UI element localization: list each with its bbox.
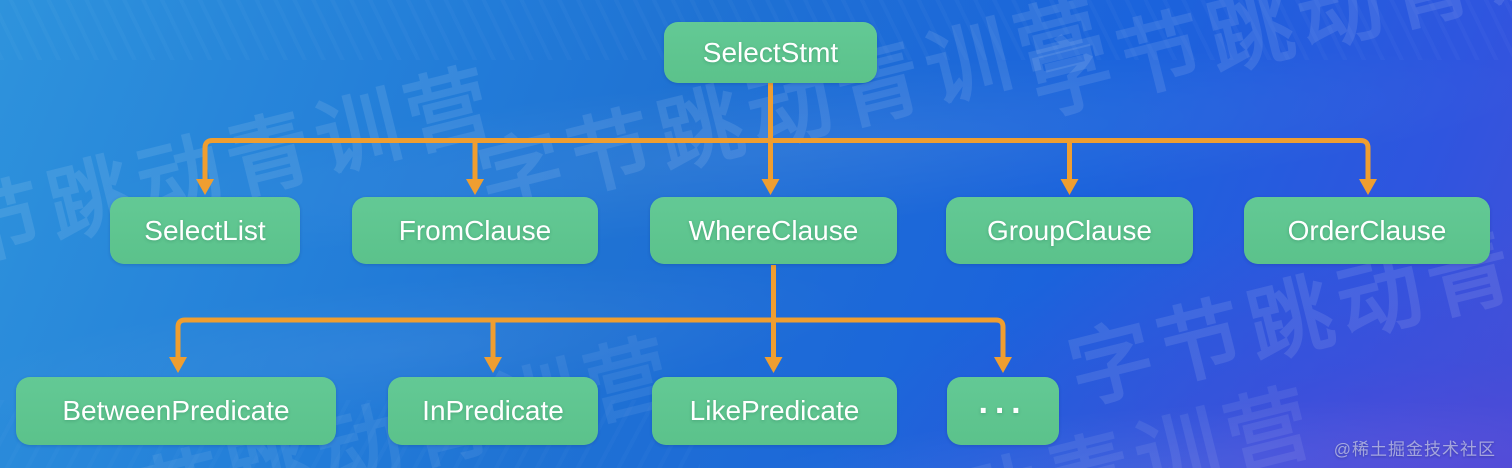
arrowhead xyxy=(764,357,783,373)
tree-node-fromclause: FromClause xyxy=(352,197,598,264)
arrowhead xyxy=(1060,179,1079,195)
arrowhead xyxy=(196,179,214,195)
tree-node-orderclause: OrderClause xyxy=(1244,197,1490,264)
connector-level2-bar xyxy=(175,317,1006,359)
brand-watermark: 字节跳动青训营 xyxy=(1059,173,1512,421)
arrowhead xyxy=(1359,179,1377,195)
arrowhead xyxy=(169,357,187,373)
brand-watermark: 字节跳动青训营 xyxy=(1019,0,1512,133)
arrowhead xyxy=(994,357,1012,373)
tree-node-likepredicate: LikePredicate xyxy=(652,377,897,445)
credit-watermark: @稀土掘金技术社区 xyxy=(1333,440,1496,459)
arrowhead xyxy=(466,179,484,195)
brand-watermark: 字节跳动青训营 xyxy=(0,53,508,301)
tree-node-selectstmt: SelectStmt xyxy=(664,22,877,83)
tree-node-whereclause: WhereClause xyxy=(650,197,897,264)
tree-node-ellipsis: ··· xyxy=(947,377,1059,445)
tree-node-groupclause: GroupClause xyxy=(946,197,1193,264)
tree-node-selectlist: SelectList xyxy=(110,197,300,264)
arrowhead xyxy=(484,357,502,373)
connector-level1-bar xyxy=(202,138,1371,181)
tree-node-inpredicate: InPredicate xyxy=(388,377,598,445)
arrowhead xyxy=(761,179,780,195)
tree-node-betweenpredicate: BetweenPredicate xyxy=(16,377,336,445)
